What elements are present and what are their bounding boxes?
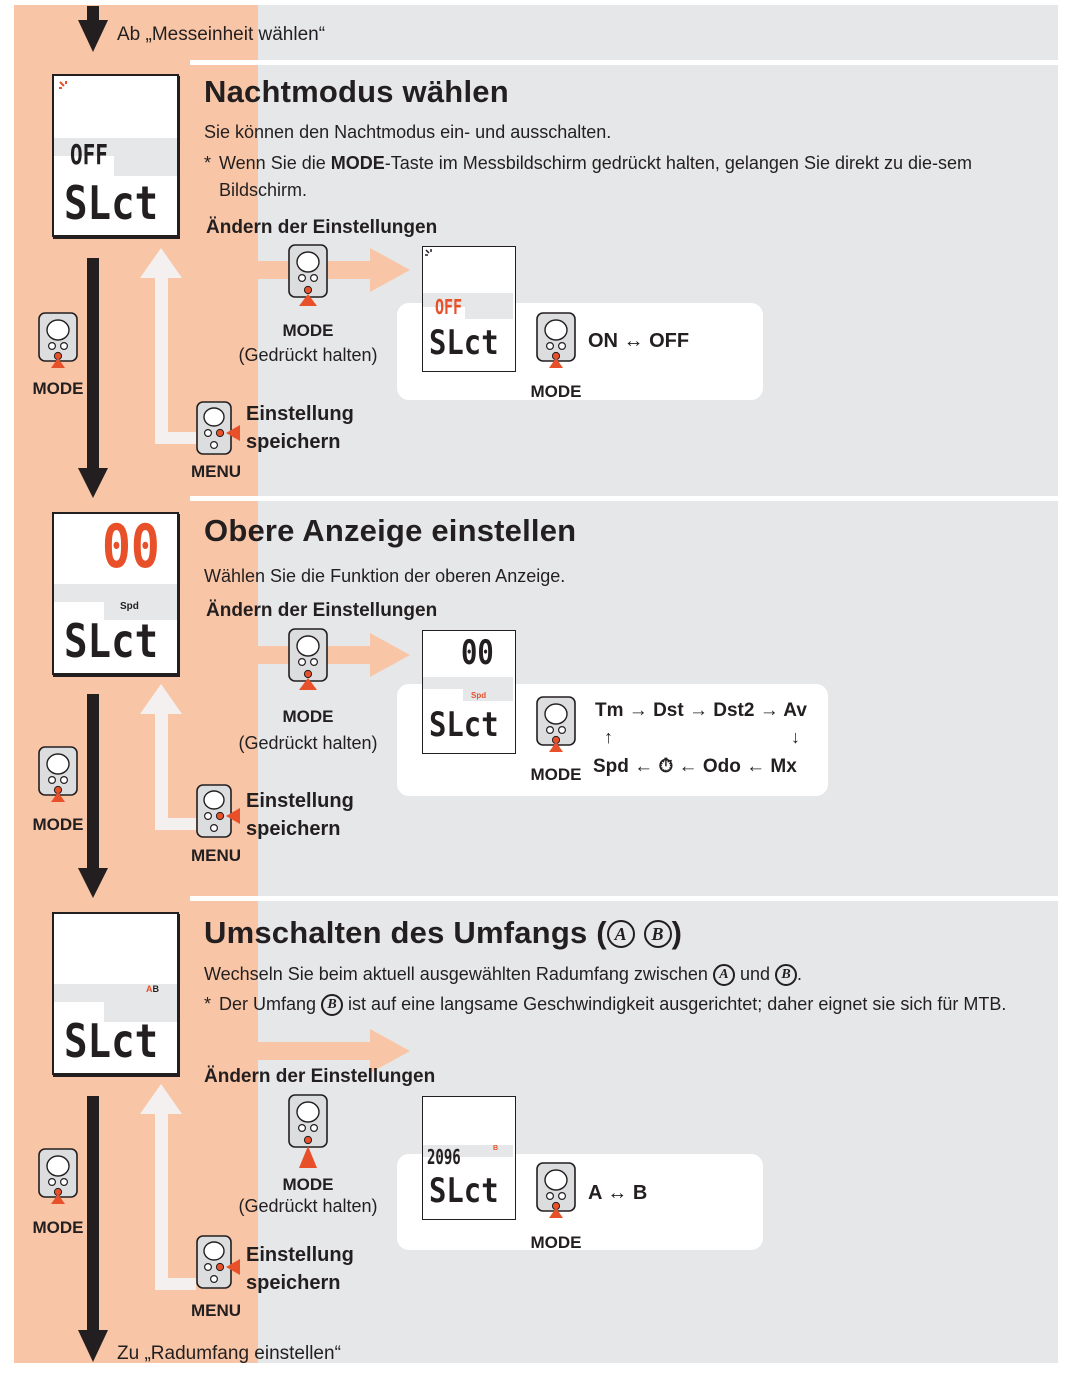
menu-button-icon[interactable]: [196, 401, 242, 457]
return-arrow-icon: [140, 248, 196, 444]
lcd-value: OFF: [70, 138, 108, 171]
section-description: Sie können den Nachtmodus ein- und aussc…: [204, 122, 612, 142]
lcd-value: OFF: [435, 295, 463, 319]
section-divider: [190, 896, 1058, 901]
lcd-slct: SLct: [64, 176, 159, 230]
lcd-tag: Spd: [471, 691, 487, 700]
mode-label: MODE: [530, 1233, 582, 1252]
change-settings-heading: Ändern der Einstellungen: [206, 217, 438, 238]
lcd-display: 00 Spd SLct: [52, 512, 179, 675]
mode-button-icon[interactable]: [536, 312, 576, 368]
flow-arrow-shaft: [87, 6, 99, 22]
mode-label: MODE: [282, 1175, 334, 1194]
lcd-value: 2096: [427, 1145, 461, 1169]
mode-label: MODE: [32, 1218, 84, 1237]
mode-label: MODE: [530, 382, 582, 401]
mode-button-icon[interactable]: [288, 1094, 328, 1168]
return-arrow-icon: [140, 1084, 196, 1290]
change-settings-heading: Ändern der Einstellungen: [204, 1066, 436, 1087]
circle-b-icon: B: [321, 994, 344, 1016]
cycle-row-top: Tm → Dst → Dst2 → Av: [595, 700, 807, 721]
return-arrow-icon: [140, 684, 196, 830]
menu-button-icon[interactable]: [196, 784, 242, 840]
mode-button-icon[interactable]: [288, 244, 328, 306]
cycle-row-bottom: Spd ← ⏱ ← Odo ← Mx: [593, 756, 797, 777]
flow-arrow-shaft: [87, 1096, 99, 1332]
mode-label: MODE: [32, 379, 84, 398]
mode-label: MODE: [530, 765, 582, 784]
option-values: ON ↔ OFF: [588, 330, 690, 352]
section-note: *Wenn Sie die MODE-Taste im Messbildschi…: [204, 153, 973, 200]
mode-button-icon[interactable]: [288, 628, 328, 690]
down-arrow-icon: [78, 1330, 108, 1362]
lcd-top-value: 00: [102, 512, 160, 582]
menu-label: MENU: [190, 846, 242, 865]
lcd-slct: SLct: [429, 705, 499, 745]
mode-button-icon[interactable]: [536, 696, 576, 752]
section-note: *Der Umfang B ist auf eine langsame Gesc…: [204, 994, 1007, 1016]
stopwatch-icon: ⏱: [658, 756, 674, 777]
menu-button-icon[interactable]: [196, 1235, 242, 1291]
flow-arrow-shaft: [87, 258, 99, 470]
down-arrow-icon: [78, 20, 108, 52]
lcd-display-small: OFF SLct: [422, 246, 516, 372]
mode-button-icon[interactable]: [38, 1148, 78, 1204]
hold-label: (Gedrückt halten): [238, 1196, 378, 1216]
circle-a-icon: A: [712, 964, 735, 986]
next-step-link[interactable]: Zu „Radumfang einstellen“: [117, 1343, 341, 1364]
circle-b-icon: B: [643, 920, 672, 948]
menu-label: MENU: [190, 462, 242, 481]
lcd-display: AB SLct: [52, 912, 179, 1075]
down-arrow-icon: [78, 468, 108, 498]
right-arrow-icon: [254, 248, 410, 292]
down-arrow-icon: ↓: [791, 727, 800, 747]
section-description: Wechseln Sie beim aktuell ausgewählten R…: [204, 964, 803, 986]
menu-label: MENU: [190, 1301, 242, 1320]
lcd-top-value: 00: [461, 633, 494, 673]
lcd-display-small: 00 Spd SLct: [422, 630, 516, 754]
mode-button-icon[interactable]: [536, 1162, 576, 1218]
lcd-display: OFF SLct: [52, 74, 179, 237]
flow-arrow-shaft: [87, 694, 99, 872]
hold-label: (Gedrückt halten): [238, 345, 378, 365]
section-divider: [190, 60, 1058, 65]
section-title: Obere Anzeige einstellen: [204, 513, 577, 548]
section-title: Nachtmodus wählen: [204, 74, 509, 109]
lcd-slct: SLct: [429, 323, 499, 363]
lcd-slct: SLct: [64, 1014, 159, 1068]
light-icon: [59, 81, 67, 89]
lcd-slct: SLct: [429, 1171, 499, 1211]
hold-label: (Gedrückt halten): [238, 733, 378, 753]
circle-a-icon: A: [606, 920, 635, 948]
section-title: Umschalten des Umfangs (A B): [204, 915, 683, 950]
section-description: Wählen Sie die Funktion der oberen Anzei…: [204, 566, 566, 586]
circle-b-icon: B: [775, 964, 797, 986]
section-divider: [190, 496, 1058, 501]
option-values: A ↔ B: [588, 1182, 648, 1204]
mode-label: MODE: [32, 815, 84, 834]
right-arrow-icon: [254, 633, 410, 677]
circumference-indicator: B: [493, 1145, 499, 1152]
previous-step-link[interactable]: Ab „Messeinheit wählen“: [117, 24, 326, 45]
lcd-display-small: 2096 B SLct: [422, 1096, 516, 1220]
mode-label: MODE: [282, 707, 334, 726]
circumference-indicator: AB: [146, 984, 159, 994]
lcd-tag: Spd: [120, 601, 139, 612]
mode-label: MODE: [282, 321, 334, 340]
right-arrow-icon: [254, 1029, 410, 1073]
up-arrow-icon: ↑: [604, 727, 613, 747]
lcd-slct: SLct: [64, 614, 159, 668]
mode-button-icon[interactable]: [38, 312, 78, 368]
light-icon: [425, 249, 432, 256]
mode-button-icon[interactable]: [38, 746, 78, 802]
down-arrow-icon: [78, 868, 108, 898]
change-settings-heading: Ändern der Einstellungen: [206, 600, 438, 621]
